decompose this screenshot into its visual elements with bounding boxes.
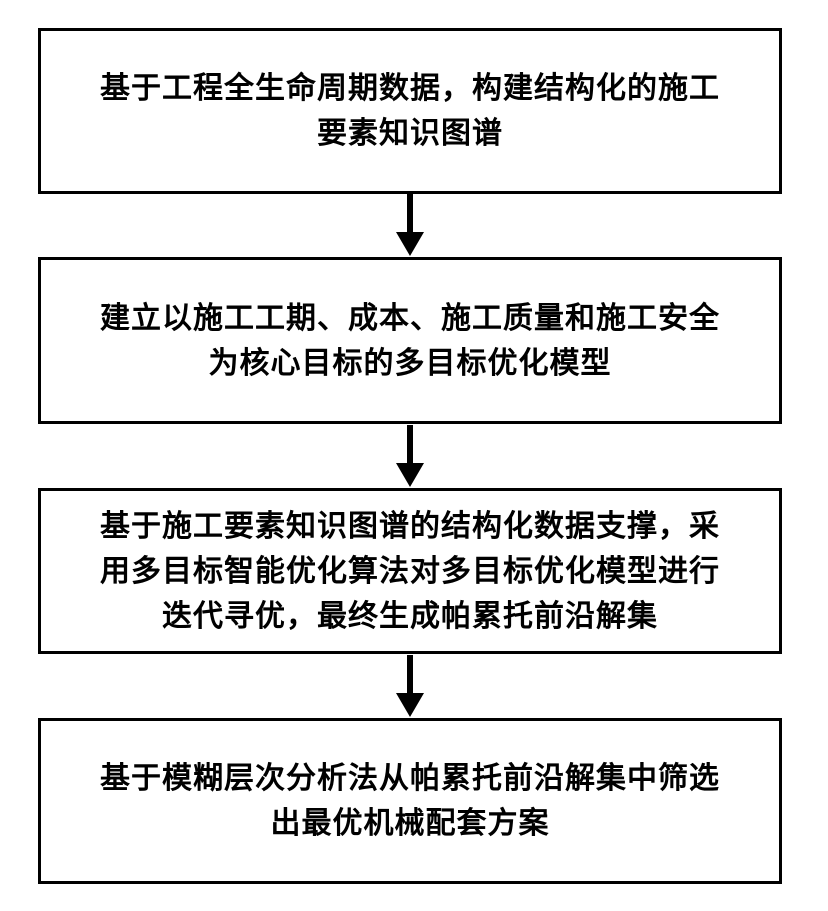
arrow-stem-2 <box>407 425 413 463</box>
arrow-down-icon-3 <box>396 655 424 717</box>
flow-step-1: 基于工程全生命周期数据，构建结构化的施工 要素知识图谱 <box>38 28 782 194</box>
arrow-head-1 <box>396 232 424 256</box>
flow-step-1-label: 基于工程全生命周期数据，构建结构化的施工 要素知识图谱 <box>100 72 720 150</box>
arrow-stem-3 <box>407 655 413 693</box>
arrow-head-3 <box>396 693 424 717</box>
flow-step-2: 建立以施工工期、成本、施工质量和施工安全 为核心目标的多目标优化模型 <box>38 257 782 424</box>
arrow-down-icon-2 <box>396 425 424 487</box>
flow-step-3-label: 基于施工要素知识图谱的结构化数据支撑，采 用多目标智能优化算法对多目标优化模型进… <box>100 509 720 633</box>
arrow-stem-1 <box>407 194 413 232</box>
flow-step-4: 基于模糊层次分析法从帕累托前沿解集中筛选 出最优机械配套方案 <box>38 718 782 884</box>
arrow-head-2 <box>396 463 424 487</box>
flow-step-4-label: 基于模糊层次分析法从帕累托前沿解集中筛选 出最优机械配套方案 <box>100 762 720 840</box>
flow-step-3: 基于施工要素知识图谱的结构化数据支撑，采 用多目标智能优化算法对多目标优化模型进… <box>38 488 782 654</box>
arrow-down-icon-1 <box>396 194 424 256</box>
flow-step-2-label: 建立以施工工期、成本、施工质量和施工安全 为核心目标的多目标优化模型 <box>100 301 720 380</box>
